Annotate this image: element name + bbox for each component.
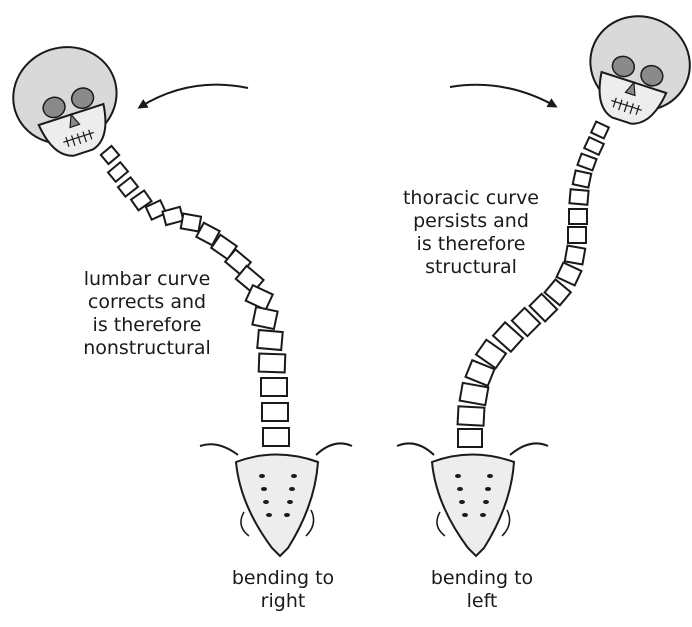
sacrum-left	[200, 443, 352, 556]
thoracic-curve-annotation: thoracic curve persists and is therefore…	[386, 187, 556, 279]
rotation-arrow-right	[450, 85, 555, 106]
caption-line: bending to	[402, 567, 562, 590]
vertebral-column-right	[458, 122, 609, 447]
caption-bending-right: bending to right	[203, 567, 363, 613]
annotation-line: corrects and	[62, 291, 232, 314]
lumbar-curve-annotation: lumbar curve corrects and is therefore n…	[62, 268, 232, 360]
caption-line: right	[203, 590, 363, 613]
sacrum-right	[397, 443, 548, 556]
annotation-line: thoracic curve	[386, 187, 556, 210]
annotation-line: persists and	[386, 210, 556, 233]
annotation-line: lumbar curve	[62, 268, 232, 291]
annotation-line: is therefore	[62, 314, 232, 337]
caption-line: left	[402, 590, 562, 613]
rotation-arrow-left	[140, 85, 248, 107]
annotation-line: is therefore	[386, 233, 556, 256]
annotation-line: structural	[386, 256, 556, 279]
spine-figure-bending-left	[397, 3, 692, 556]
caption-line: bending to	[203, 567, 363, 590]
caption-bending-left: bending to left	[402, 567, 562, 613]
skull-right	[574, 3, 692, 136]
annotation-line: nonstructural	[62, 337, 232, 360]
